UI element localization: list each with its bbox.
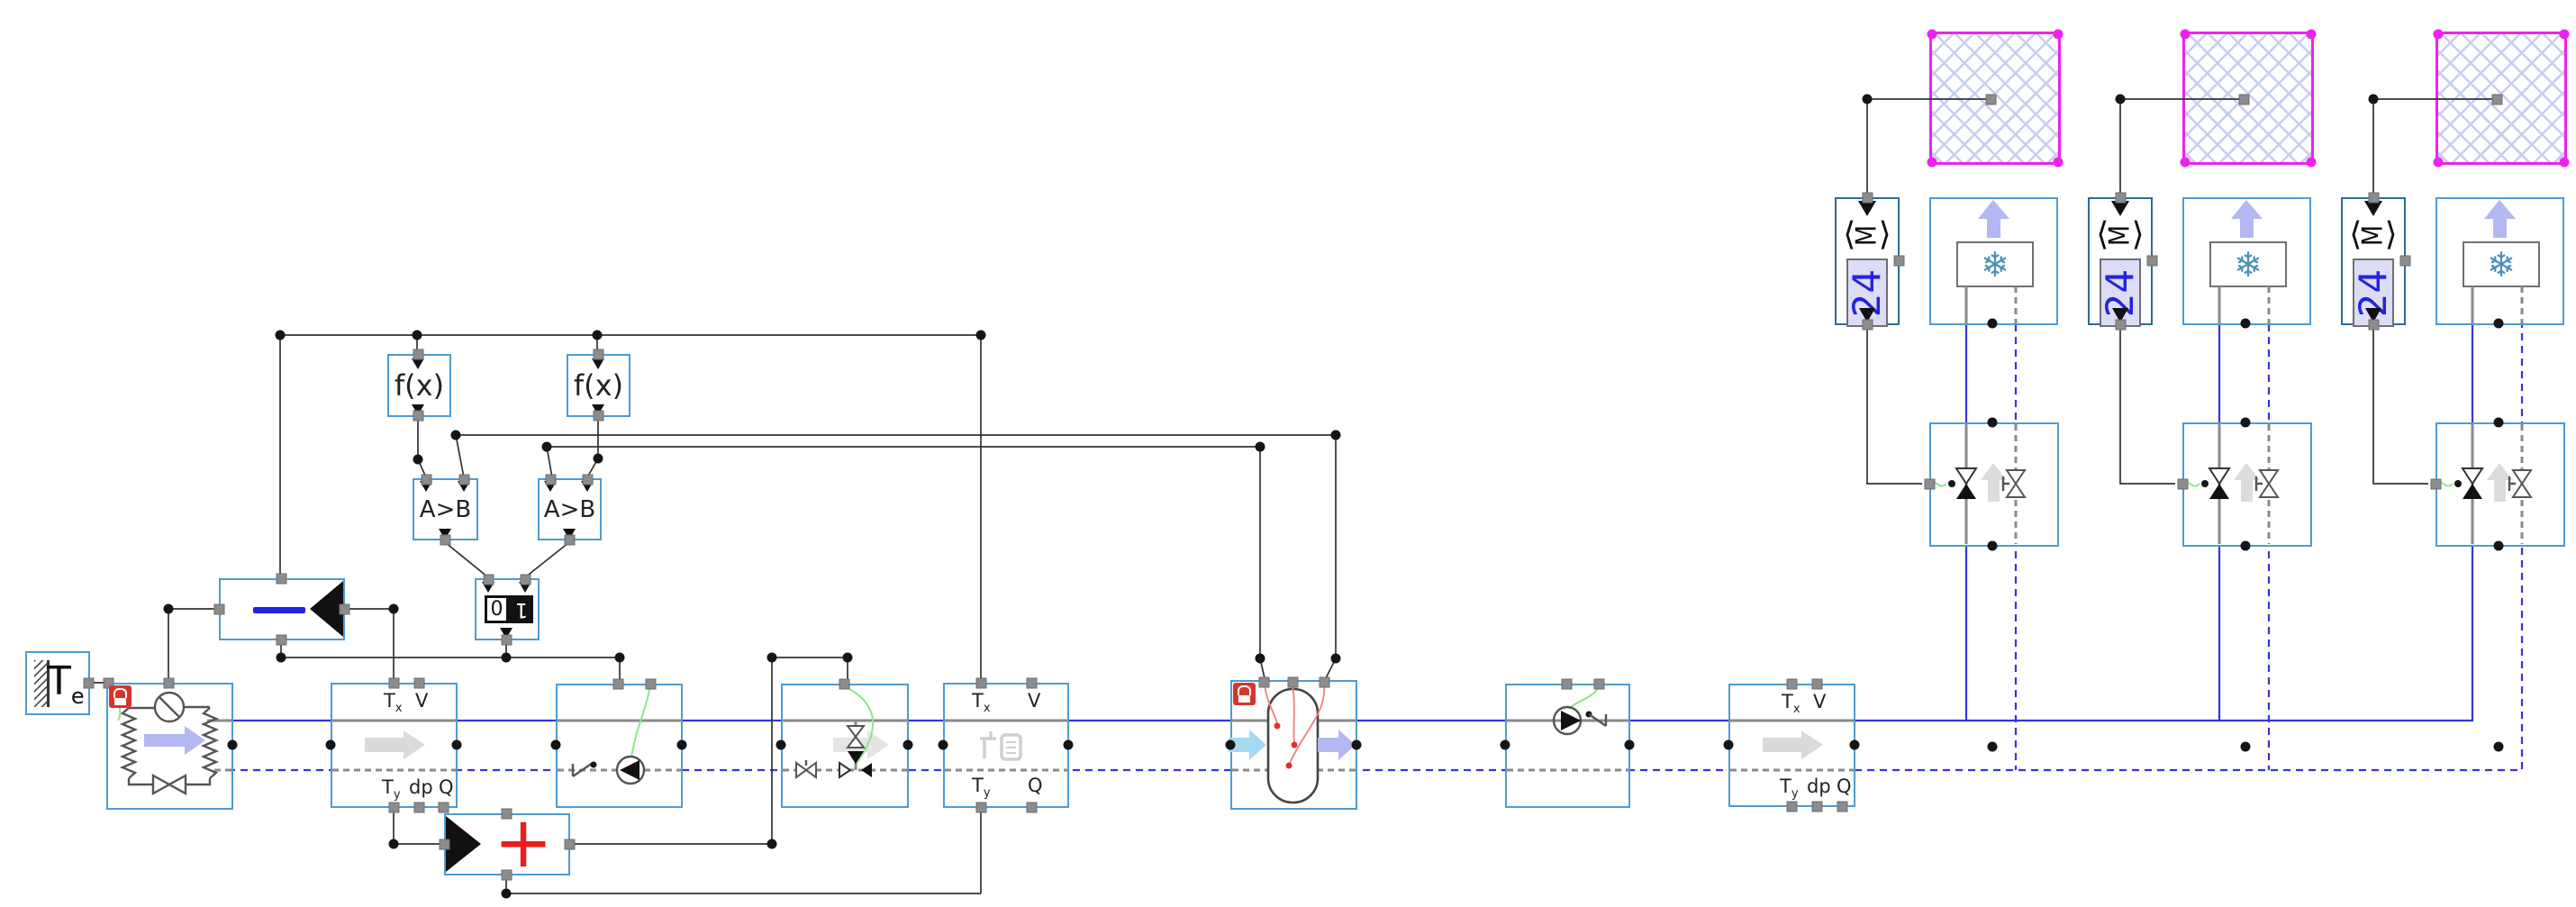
measurement-icon: ⟨M⟩ (2096, 216, 2145, 253)
thermal-zone-3[interactable] (2435, 32, 2567, 165)
ty-label: Ty (382, 776, 401, 803)
q-label: Q (1028, 775, 1043, 796)
measurement-icon: ⟨M⟩ (1843, 216, 1891, 253)
snowflake-icon: ❄ (1981, 244, 2009, 285)
tx-label: Tx (972, 690, 991, 716)
lock-icon (109, 685, 132, 708)
setpoint-box: 24 (2352, 258, 2396, 327)
plus-icon: + (494, 803, 553, 884)
setpoint-box: 24 (1846, 258, 1890, 327)
function-block-2[interactable]: f(x) (567, 354, 630, 417)
comparator-block-2[interactable]: A>B (538, 478, 602, 540)
thermostat-2[interactable]: ⟨M⟩ 24 (2088, 197, 2153, 327)
zero-one-icon: 0 1 (485, 595, 533, 623)
comparator-block-1[interactable]: A>B (413, 478, 478, 540)
energy-meter-block[interactable]: Tx V Ty Q (943, 683, 1069, 808)
comparator-label: A>B (543, 495, 596, 523)
comparator-label: A>B (419, 495, 472, 523)
te-label: Te (47, 658, 85, 709)
v-label: V (415, 690, 429, 712)
fan-coil-unit-2[interactable]: ❄ (2182, 197, 2311, 325)
cooling-coil-box: ❄ (2209, 241, 2287, 287)
dp-label: dp (1807, 775, 1831, 797)
snowflake-icon: ❄ (2234, 244, 2263, 285)
dp-label: dp (409, 776, 433, 798)
zone-valve-3[interactable] (2435, 422, 2565, 547)
buffer-tank-block[interactable] (1230, 680, 1357, 810)
pipe-sensor-block-2[interactable]: Tx V Ty dp Q (1728, 684, 1855, 807)
tx-label: Tx (1782, 691, 1800, 717)
v-label: V (1028, 690, 1041, 712)
fan-coil-unit-3[interactable]: ❄ (2435, 197, 2564, 325)
zone-valve-2[interactable] (2182, 422, 2312, 547)
cooling-coil-box: ❄ (1956, 241, 2034, 287)
on-off-controller-block[interactable]: 0 1 (475, 578, 540, 640)
cooling-coil-box: ❄ (2463, 241, 2540, 287)
snowflake-icon: ❄ (2487, 244, 2516, 285)
tx-label: Tx (384, 690, 403, 716)
return-pump-block[interactable] (556, 684, 683, 808)
function-block-1[interactable]: f(x) (387, 354, 451, 417)
outdoor-temperature-source[interactable]: Te (25, 651, 90, 715)
v-label: V (1813, 691, 1827, 712)
three-way-valve-block[interactable] (781, 684, 909, 808)
fx-label: f(x) (573, 368, 624, 403)
q-label: Q (439, 776, 454, 798)
ty-label: Ty (972, 775, 991, 801)
zone-valve-1[interactable] (1929, 422, 2059, 547)
fan-coil-unit-1[interactable]: ❄ (1929, 197, 2058, 325)
heat-pump-block[interactable] (106, 683, 233, 810)
lock-icon (1233, 683, 1256, 705)
q-label: Q (1837, 775, 1852, 797)
setpoint-box: 24 (2099, 258, 2143, 327)
fx-label: f(x) (394, 368, 445, 403)
thermostat-3[interactable]: ⟨M⟩ 24 (2341, 197, 2406, 327)
add-gain-block[interactable]: + (444, 806, 570, 880)
pipe-sensor-block-1[interactable]: Tx V Ty dp Q (331, 683, 458, 808)
measurement-icon: ⟨M⟩ (2349, 216, 2398, 253)
subtract-gain-block[interactable] (219, 578, 345, 640)
thermostat-1[interactable]: ⟨M⟩ 24 (1835, 197, 1900, 327)
ty-label: Ty (1780, 775, 1799, 802)
supply-pump-block[interactable] (1505, 684, 1630, 808)
wall-hatch-icon (34, 660, 50, 707)
thermal-zone-2[interactable] (2182, 32, 2314, 165)
minus-icon (253, 607, 305, 613)
thermal-zone-1[interactable] (1929, 32, 2061, 165)
